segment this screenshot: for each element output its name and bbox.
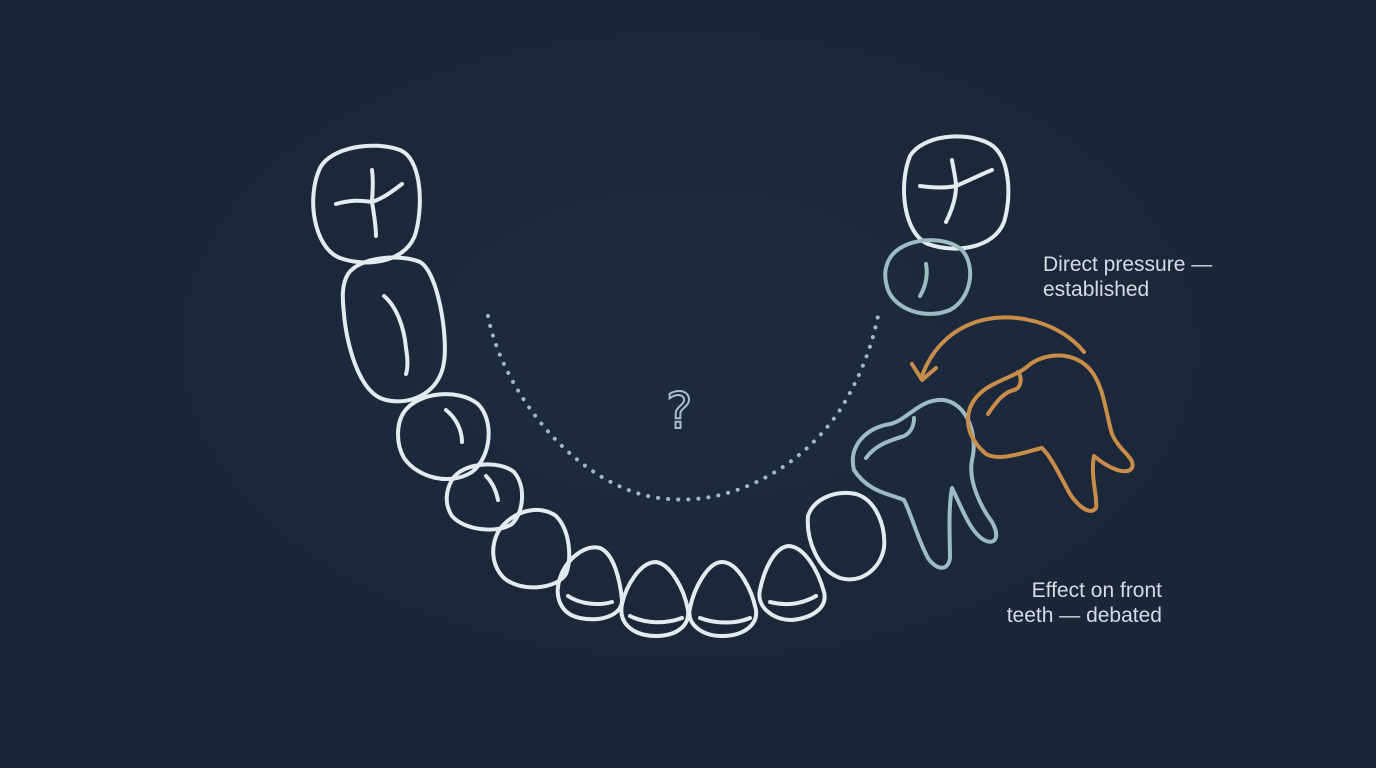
right-canine [805,491,887,582]
incisor-3 [687,560,759,638]
effect-label-line1: Effect on front [1031,579,1162,602]
left-molar [311,143,422,265]
pushed-molar [850,397,999,570]
impacted-wisdom-tooth [966,353,1135,513]
incisor-2 [619,560,691,638]
effect-label: Effect on front teeth — debated [980,578,1162,628]
pressure-label-line2: established [1043,278,1150,301]
question-mark: ? [666,382,693,440]
left-premolar-2 [396,392,491,481]
left-canine [444,462,524,532]
incisor-4 [757,544,827,622]
dotted-arc [486,314,880,502]
pressure-label: Direct pressure — established [1043,252,1212,302]
effect-label-line2: teeth — debated [1006,604,1162,627]
right-molar [902,134,1011,251]
pressure-arrow [910,315,1086,382]
left-premolar [340,255,447,404]
pressure-label-line1: Direct pressure — [1043,253,1213,276]
adjacent-second-molar [883,238,973,316]
left-lateral-incisor [491,507,572,590]
